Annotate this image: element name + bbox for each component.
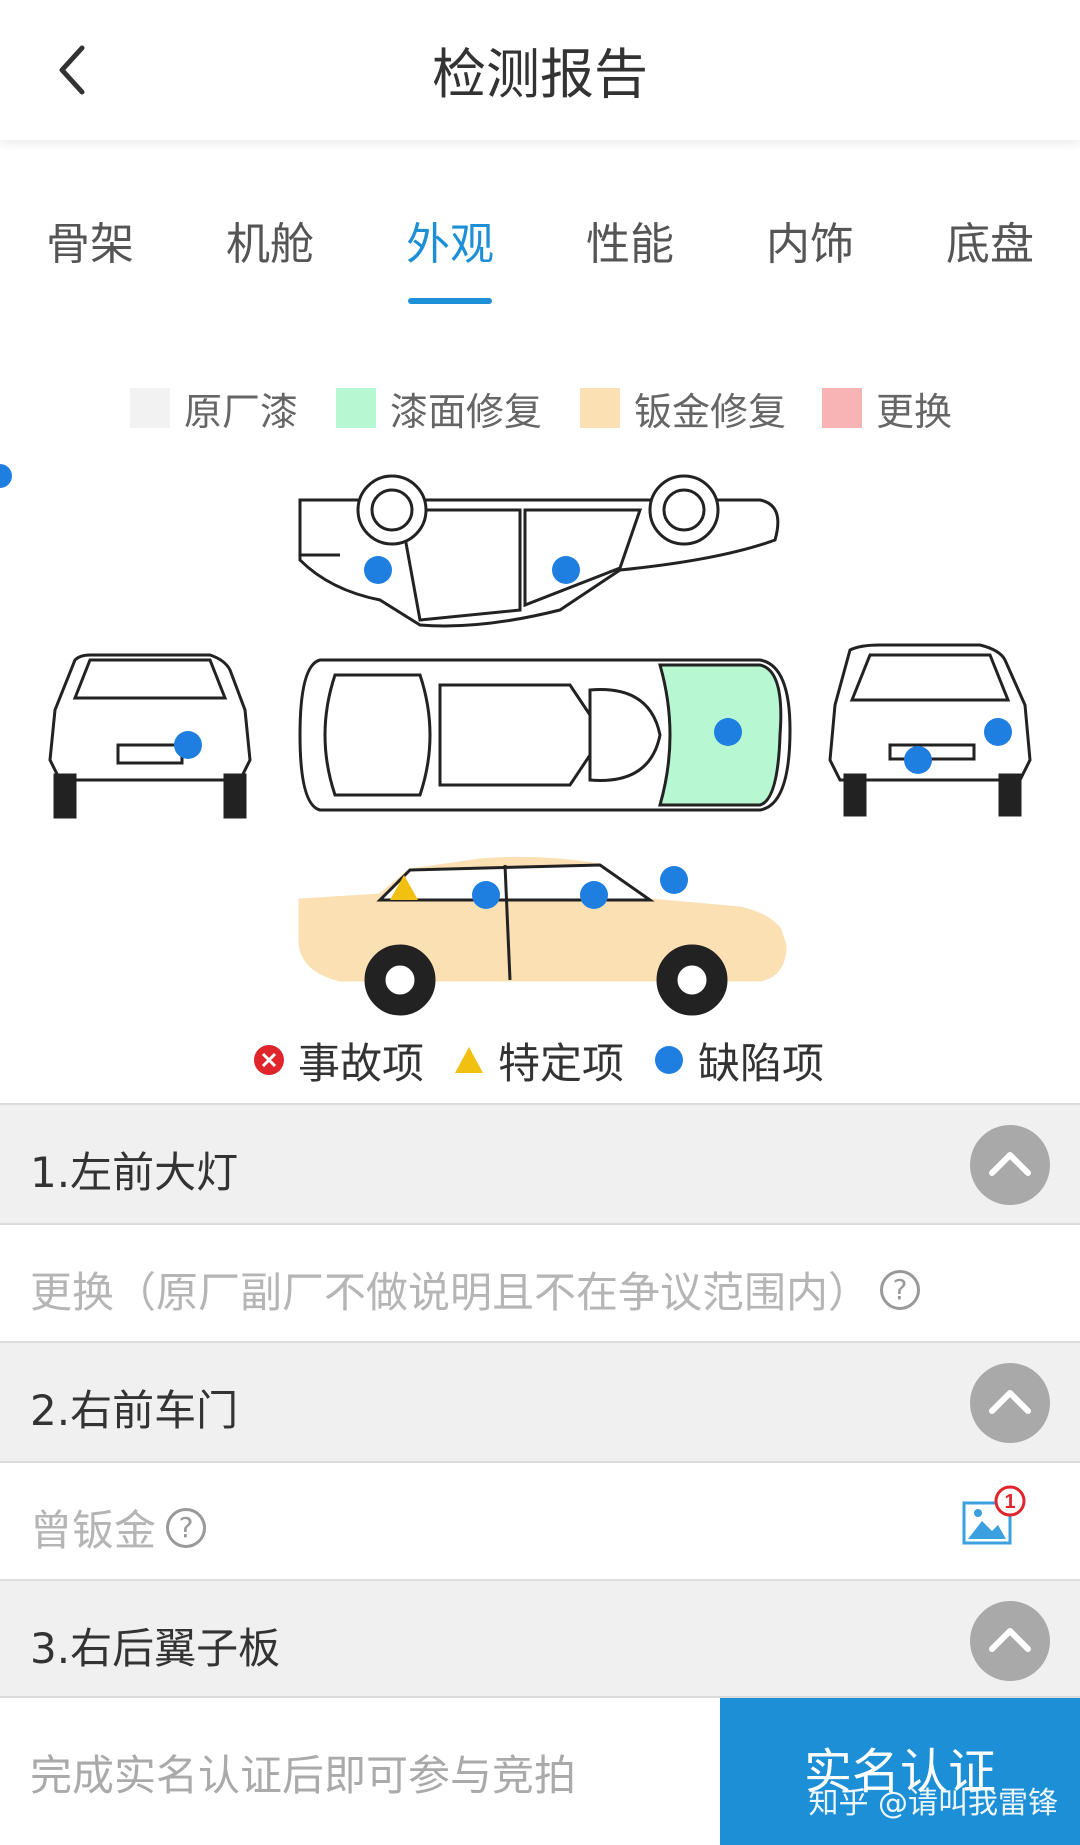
collapse-button[interactable] bbox=[970, 1363, 1050, 1443]
issue-header[interactable]: 2.右前车门 bbox=[0, 1341, 1080, 1461]
marker-label: 事故项 bbox=[298, 1038, 425, 1088]
defect-dot-icon bbox=[655, 1046, 683, 1074]
car-top-side-view bbox=[298, 474, 780, 628]
marker-special: 特定项 bbox=[452, 1030, 624, 1090]
tab-chassis[interactable]: 底盘 bbox=[946, 219, 1034, 270]
tab-skeleton[interactable]: 骨架 bbox=[46, 219, 134, 270]
legend-swatch bbox=[130, 388, 170, 428]
issue-title: 3.右后翼子板 bbox=[30, 1624, 281, 1673]
issue-detail: 更换（原厂副厂不做说明且不在争议范围内） ? bbox=[0, 1223, 1080, 1341]
help-icon[interactable]: ? bbox=[166, 1507, 207, 1548]
page-title: 检测报告 bbox=[432, 43, 648, 106]
marker-label: 缺陷项 bbox=[698, 1038, 825, 1088]
legend-replaced: 更换 bbox=[822, 380, 952, 436]
marker-label: 特定项 bbox=[498, 1038, 625, 1088]
issue-header[interactable]: 3.右后翼子板 bbox=[0, 1579, 1080, 1699]
defect-dot bbox=[660, 866, 688, 894]
bottom-bar: 完成实名认证后即可参与竞拍 实名认证 bbox=[0, 1696, 1080, 1845]
issue-header[interactable]: 1.左前大灯 bbox=[0, 1103, 1080, 1223]
chevron-up-icon bbox=[989, 1390, 1031, 1414]
defect-dot bbox=[364, 556, 392, 584]
car-side-view bbox=[298, 856, 787, 1016]
marker-legend: 事故项 特定项 缺陷项 bbox=[0, 1030, 1080, 1090]
car-diagram-svg bbox=[0, 464, 1032, 1016]
car-damage-diagram bbox=[0, 460, 1080, 1020]
back-button[interactable] bbox=[52, 40, 112, 100]
legend-swatch bbox=[336, 388, 376, 428]
issue-description: 曾钣金 ? bbox=[30, 1497, 207, 1558]
defect-dot bbox=[552, 556, 580, 584]
chevron-left-icon bbox=[59, 45, 85, 95]
issue-detail-text: 更换（原厂副厂不做说明且不在争议范围内） bbox=[30, 1268, 871, 1317]
tab-bar: 骨架 机舱 外观 性能 内饰 底盘 bbox=[0, 148, 1080, 308]
marker-defect: 缺陷项 bbox=[652, 1030, 824, 1090]
legend-label: 漆面修复 bbox=[390, 389, 543, 434]
help-icon[interactable]: ? bbox=[880, 1269, 921, 1310]
legend-swatch bbox=[822, 388, 862, 428]
legend-label: 原厂漆 bbox=[184, 389, 299, 434]
tab-interior[interactable]: 内饰 bbox=[766, 219, 854, 270]
marker-accident: 事故项 bbox=[252, 1030, 424, 1090]
defect-dot bbox=[984, 718, 1012, 746]
header: 检测报告 bbox=[0, 0, 1080, 140]
photo-button[interactable]: 1 bbox=[960, 1485, 1030, 1555]
defect-dot bbox=[714, 718, 742, 746]
active-tab-indicator bbox=[408, 298, 492, 304]
legend-label: 钣金修复 bbox=[634, 389, 787, 434]
error-x-icon bbox=[254, 1045, 284, 1075]
issue-title: 2.右前车门 bbox=[30, 1386, 239, 1435]
issue-detail-text: 曾钣金 bbox=[30, 1506, 157, 1555]
defect-dot bbox=[472, 881, 500, 909]
paint-legend: 原厂漆 漆面修复 钣金修复 更换 bbox=[0, 380, 1080, 436]
issue-list: 1.左前大灯 更换（原厂副厂不做说明且不在争议范围内） ? 2.右前车门 曾钣金… bbox=[0, 1103, 1080, 1699]
chevron-up-icon bbox=[989, 1628, 1031, 1652]
real-name-verify-button[interactable]: 实名认证 bbox=[720, 1698, 1080, 1845]
legend-original-paint: 原厂漆 bbox=[130, 380, 298, 436]
watermark: 知乎 @请叫我雷锋 bbox=[808, 1786, 1058, 1821]
tab-exterior[interactable]: 外观 bbox=[406, 219, 494, 270]
tab-engine-bay[interactable]: 机舱 bbox=[226, 219, 314, 270]
image-icon: 1 bbox=[962, 1485, 1026, 1545]
special-triangle bbox=[390, 875, 418, 900]
issue-title: 1.左前大灯 bbox=[30, 1148, 239, 1197]
defect-dot bbox=[580, 881, 608, 909]
car-rear-view bbox=[48, 653, 252, 819]
legend-swatch bbox=[580, 388, 620, 428]
defect-dot bbox=[904, 746, 932, 774]
car-plan-view bbox=[298, 658, 792, 812]
legend-label: 更换 bbox=[876, 389, 953, 434]
warning-triangle-icon bbox=[455, 1047, 483, 1073]
issue-description: 更换（原厂副厂不做说明且不在争议范围内） ? bbox=[30, 1259, 921, 1320]
car-front-view bbox=[828, 643, 1032, 817]
verification-tip: 完成实名认证后即可参与竞拍 bbox=[30, 1751, 577, 1800]
collapse-button[interactable] bbox=[970, 1601, 1050, 1681]
photo-count-badge: 1 bbox=[1004, 1491, 1015, 1513]
legend-paint-repair: 漆面修复 bbox=[336, 380, 542, 436]
legend-sheet-metal-repair: 钣金修复 bbox=[580, 380, 786, 436]
tab-performance[interactable]: 性能 bbox=[586, 219, 674, 270]
defect-dot bbox=[174, 731, 202, 759]
issue-detail: 曾钣金 ? 1 bbox=[0, 1461, 1080, 1579]
collapse-button[interactable] bbox=[970, 1125, 1050, 1205]
chevron-up-icon bbox=[989, 1152, 1031, 1176]
